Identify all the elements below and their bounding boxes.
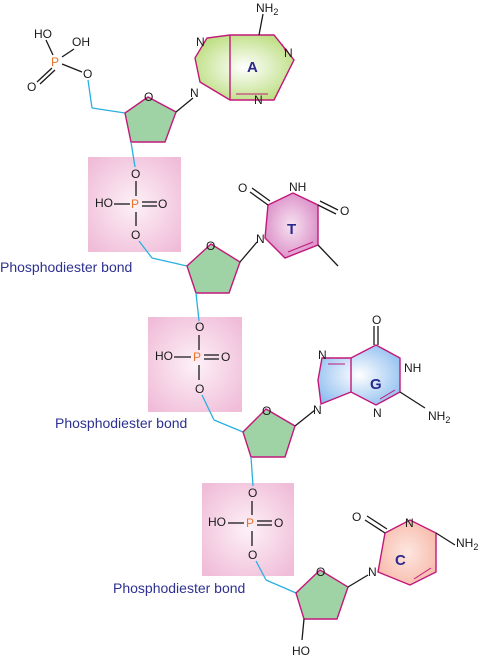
atom-oh: OH — [72, 35, 90, 49]
atom-o: O — [195, 382, 204, 396]
cytosine-base — [377, 519, 437, 586]
atom-p: P — [193, 350, 201, 364]
atom-o: O — [274, 516, 283, 530]
atom-o: O — [144, 90, 153, 104]
atom-n: N — [313, 403, 322, 417]
atom-o: O — [248, 548, 257, 562]
atom-o: O — [372, 313, 381, 327]
atom-nh: NH — [404, 361, 421, 375]
atom-n: N — [256, 232, 265, 246]
phosphate-group-3: O HO P O O — [208, 486, 283, 562]
atom-n: N — [284, 46, 293, 60]
nucleotide-adenine: HO OH P O O O A N N N N NH2 — [27, 1, 295, 143]
deoxyribose-sugar-1 — [124, 96, 177, 143]
base-letter-t: T — [287, 221, 296, 238]
atom-n: N — [318, 348, 327, 362]
atom-o: O — [221, 350, 230, 364]
atom-o: O — [316, 565, 325, 579]
adenine-base — [194, 34, 295, 101]
phosphate-group-1: O HO P O O — [95, 167, 167, 242]
phosphodiester-bond-label-2: Phosphodiester bond — [55, 415, 187, 431]
atom-n: N — [196, 35, 205, 49]
atom-o: O — [340, 204, 349, 218]
atom-n: N — [405, 516, 414, 530]
atom-n: N — [190, 86, 199, 100]
atom-o: O — [131, 228, 140, 242]
base-letter-c: C — [395, 552, 406, 569]
base-letter-a: A — [247, 59, 258, 76]
atom-nh2: NH2 — [428, 409, 450, 425]
atom-o: O — [248, 486, 257, 500]
deoxyribose-sugar-2 — [186, 243, 241, 294]
nucleotide-cytosine: O HO C N N O NH2 — [292, 510, 478, 657]
nucleotide-thymine: O T N NH O O — [186, 180, 349, 294]
atom-o: O — [158, 197, 167, 211]
atom-o: O — [27, 80, 36, 94]
atom-o: O — [83, 67, 92, 81]
phosphodiester-box-1 — [88, 157, 181, 252]
atom-ho: HO — [34, 27, 52, 41]
atom-n: N — [373, 406, 382, 420]
atom-o: O — [131, 167, 140, 181]
atom-ho: HO — [155, 349, 173, 363]
atom-o: O — [352, 510, 361, 524]
atom-ho: HO — [208, 515, 226, 529]
atom-nh2: NH2 — [256, 1, 278, 17]
atom-nh2: NH2 — [456, 536, 478, 552]
atom-p: P — [51, 55, 59, 69]
atom-p: P — [131, 197, 139, 211]
atom-o: O — [262, 404, 271, 418]
atom-n: N — [254, 93, 263, 107]
phosphodiester-bond-label-3: Phosphodiester bond — [113, 580, 245, 596]
phosphate-group-2: O HO P O O — [155, 320, 230, 396]
atom-ho: HO — [95, 196, 113, 210]
atom-ho: HO — [292, 644, 310, 657]
atom-o: O — [238, 181, 247, 195]
phosphodiester-bond-label-1: Phosphodiester bond — [0, 259, 132, 275]
atom-o: O — [206, 239, 215, 253]
atom-p: P — [246, 516, 254, 530]
guanine-base — [317, 344, 401, 406]
deoxyribose-sugar-3 — [242, 408, 296, 458]
nucleotide-guanine: O G N N N NH O NH2 — [242, 313, 450, 458]
base-letter-g: G — [370, 376, 382, 393]
atom-n: N — [368, 565, 377, 579]
atom-nh: NH — [289, 180, 306, 194]
phosphodiester-box-2 — [148, 317, 242, 412]
atom-o: O — [195, 320, 204, 334]
deoxyribose-sugar-4 — [295, 569, 349, 620]
phosphodiester-box-3 — [202, 483, 294, 576]
